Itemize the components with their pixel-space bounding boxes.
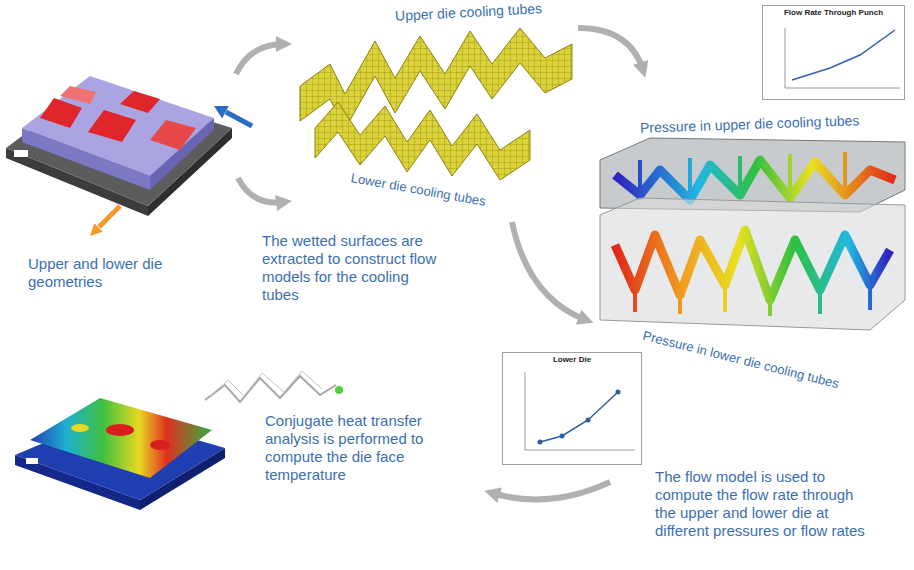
lower-die-pressure: [600, 198, 905, 330]
annotation-label: Upper and lower die geometries: [28, 255, 228, 291]
annotation-label: Upper die cooling tubes: [395, 0, 543, 24]
chart-title: Lower Die: [503, 353, 641, 365]
annotation-label: The wetted surfaces are extracted to con…: [262, 232, 444, 304]
annotation-label: Pressure in upper die cooling tubes: [640, 112, 860, 136]
direction-arrow: [90, 106, 252, 236]
chart-panel: Flow Rate Through Punch: [762, 5, 905, 100]
chart-plot: [525, 28, 900, 450]
chart-title: Flow Rate Through Punch: [763, 6, 904, 18]
annotation-label: The flow model is used to compute the fl…: [655, 468, 873, 540]
lower-tube-mesh: [315, 102, 530, 180]
annotation-label: Conjugate heat transfer analysis is perf…: [265, 412, 447, 484]
annotation-label: Lower die cooling tubes: [350, 170, 487, 209]
chart-panel: Lower Die: [502, 352, 642, 465]
process-arrow: [236, 28, 643, 499]
die-geometry: [6, 76, 232, 216]
annotation-label: Pressure in lower die cooling tubes: [641, 328, 840, 392]
